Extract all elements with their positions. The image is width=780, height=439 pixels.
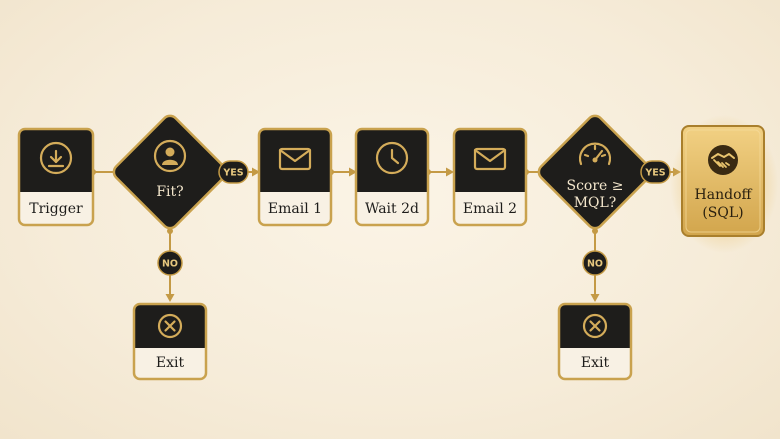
- handoff-label-line2: (SQL): [702, 205, 743, 221]
- email-1-label: Email 1: [268, 201, 322, 217]
- node-trigger: Trigger: [17, 127, 95, 227]
- handshake-icon: [708, 145, 738, 175]
- node-email-2: Email 2: [452, 127, 528, 227]
- no-badge-fit: NO: [157, 250, 183, 276]
- node-exit-score: Exit: [557, 302, 633, 381]
- close-circle-icon: [582, 313, 608, 339]
- node-score-decision: Score ≥ MQL?: [537, 114, 653, 230]
- svg-text:YES: YES: [644, 168, 665, 179]
- svg-text:NO: NO: [162, 259, 178, 270]
- wait-2d-label: Wait 2d: [365, 201, 419, 217]
- exit-fit-label: Exit: [156, 355, 185, 371]
- gauge-icon: [578, 142, 612, 166]
- email-2-label: Email 2: [463, 201, 517, 217]
- no-badge-score: NO: [582, 250, 608, 276]
- node-exit-fit: Exit: [132, 302, 208, 381]
- download-icon: [39, 141, 73, 175]
- svg-text:NO: NO: [587, 259, 603, 270]
- node-email-1: Email 1: [257, 127, 333, 227]
- envelope-icon: [278, 147, 312, 171]
- score-label-line2: MQL?: [574, 195, 617, 211]
- clock-icon: [375, 141, 409, 175]
- node-fit-decision: Fit?: [112, 114, 228, 230]
- node-wait-2d: Wait 2d: [354, 127, 430, 227]
- trigger-label: Trigger: [29, 201, 83, 217]
- fit-label: Fit?: [156, 184, 183, 200]
- envelope-icon: [473, 147, 507, 171]
- handoff-label-line1: Handoff: [695, 187, 753, 203]
- close-circle-icon: [157, 313, 183, 339]
- node-handoff-sql: Handoff (SQL): [670, 115, 778, 253]
- yes-badge-score: YES: [640, 160, 671, 184]
- connector-email1-wait: [328, 167, 357, 177]
- connector-wait-email2: [425, 167, 454, 177]
- yes-badge-fit: YES: [218, 160, 249, 184]
- score-label-line1: Score ≥: [566, 178, 623, 194]
- user-icon: [153, 139, 187, 173]
- svg-text:YES: YES: [222, 168, 243, 179]
- exit-score-label: Exit: [581, 355, 610, 371]
